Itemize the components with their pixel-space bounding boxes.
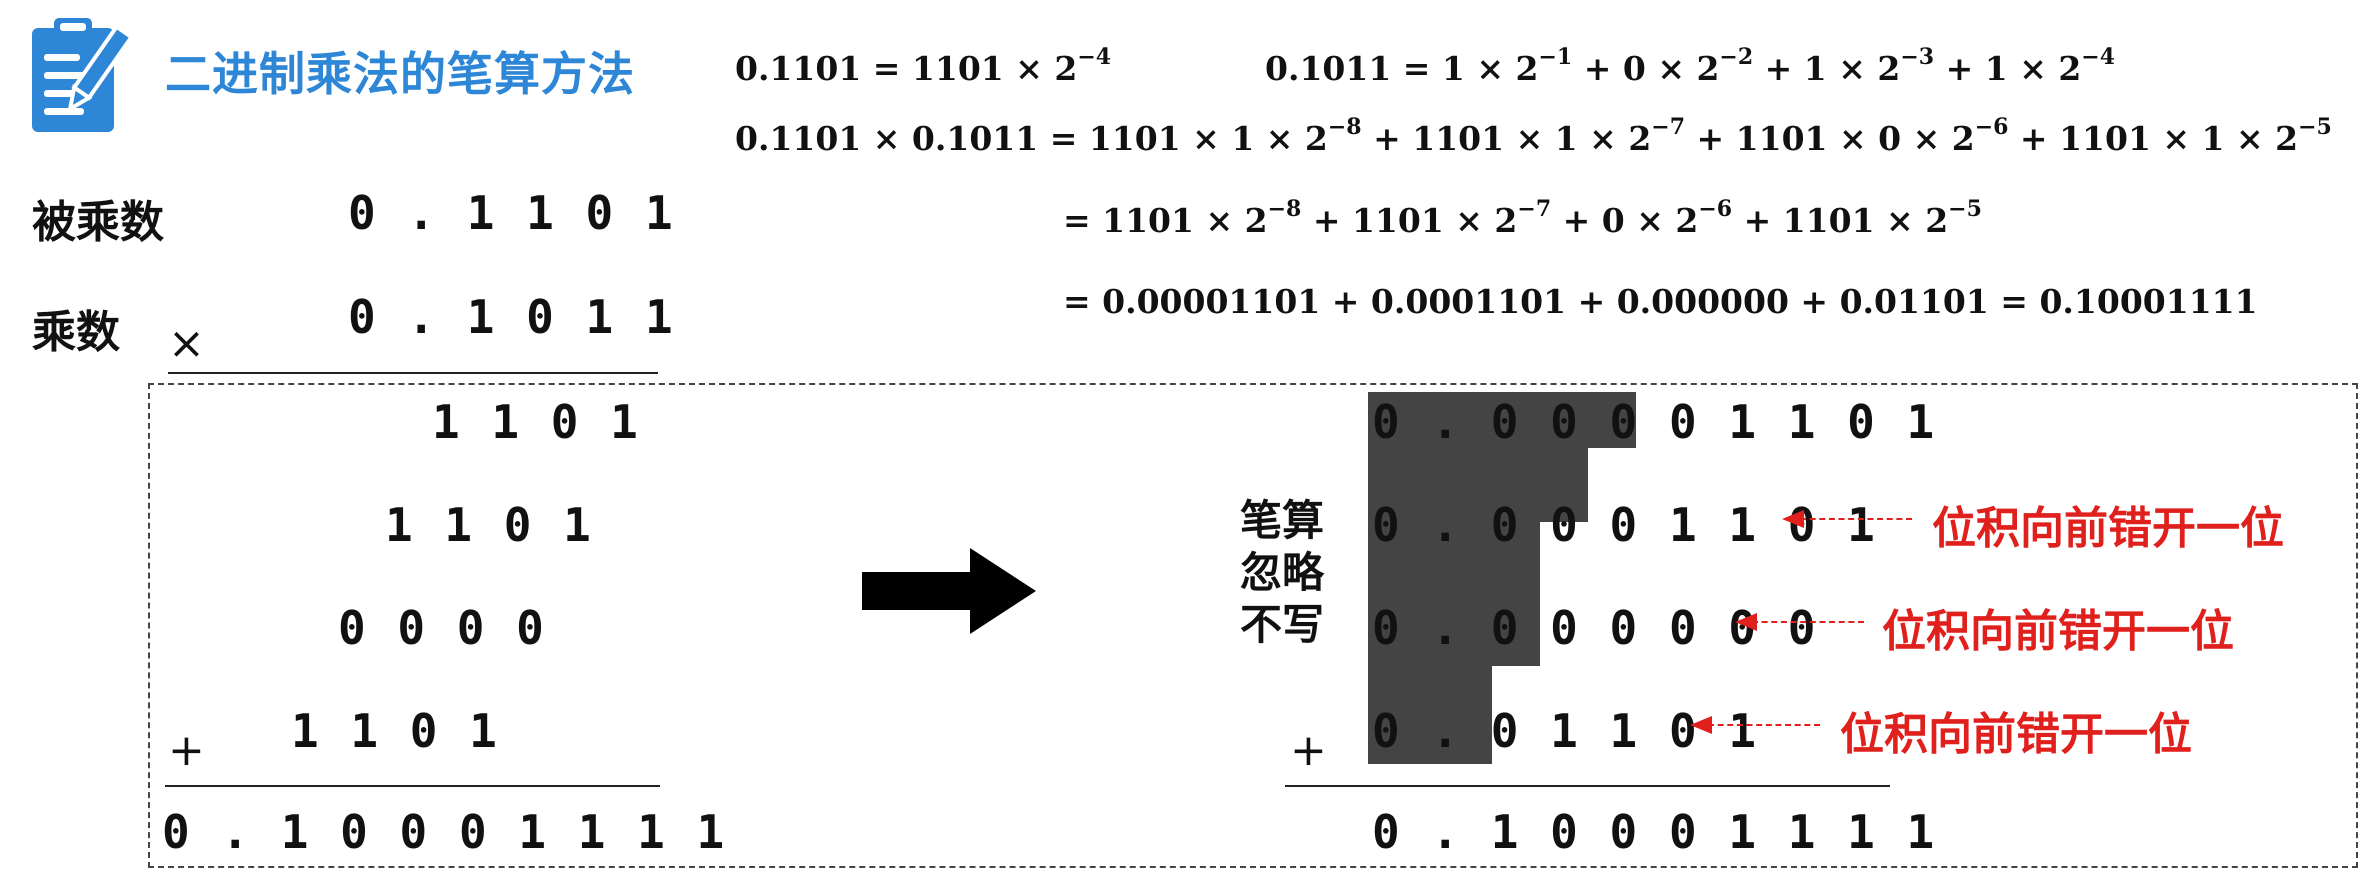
shift-arrow-1-head xyxy=(1782,510,1804,528)
divider-top xyxy=(168,372,658,374)
page-title: 二进制乘法的笔算方法 xyxy=(165,47,635,101)
equation-4: = 1101 × 2−8 + 1101 × 2−7 + 0 × 2−6 + 11… xyxy=(1063,196,1982,240)
divider-right xyxy=(1285,785,1890,787)
multiplier-value: 0 . 1 0 1 1 xyxy=(348,290,675,344)
divider-left xyxy=(165,785,660,787)
right-row-1: 0 . 0 0 0 0 1 1 0 1 xyxy=(1372,395,1937,449)
shift-arrow-1-line xyxy=(1800,518,1912,520)
left-partial-4: 1 1 0 1 xyxy=(291,704,499,758)
shift-arrow-3-line xyxy=(1708,724,1820,726)
left-partial-3: 0 0 0 0 xyxy=(338,601,546,655)
clipboard-pencil-icon xyxy=(32,18,135,132)
equation-1: 0.1101 = 1101 × 2−4 xyxy=(735,44,1112,88)
ignore-note-line-2: 忽略 xyxy=(1240,548,1325,597)
right-row-2: 0 . 0 0 0 1 1 0 1 xyxy=(1372,498,1877,552)
left-partial-2: 1 1 0 1 xyxy=(385,498,593,552)
right-result: 0 . 1 0 0 0 1 1 1 1 xyxy=(1372,805,1937,859)
multiplicand-label: 被乘数 xyxy=(32,197,164,248)
ignore-note: 笔算 忽略 不写 xyxy=(1240,495,1324,651)
shift-note-3: 位积向前错开一位 xyxy=(1840,709,2192,760)
ignored-zeros-shade xyxy=(1368,392,1636,764)
equation-2: 0.1011 = 1 × 2−1 + 0 × 2−2 + 1 × 2−3 + 1… xyxy=(1265,44,2116,88)
shift-arrow-2-head xyxy=(1735,613,1757,631)
right-row-4: 0 . 0 1 1 0 1 xyxy=(1372,704,1759,758)
right-row-3: 0 . 0 0 0 0 0 0 xyxy=(1372,601,1818,655)
equation-5: = 0.00001101 + 0.0001101 + 0.000000 + 0.… xyxy=(1063,282,2258,321)
left-result: 0 . 1 0 0 0 1 1 1 1 xyxy=(162,805,727,859)
shift-note-2: 位积向前错开一位 xyxy=(1882,606,2234,657)
left-partial-1: 1 1 0 1 xyxy=(432,395,640,449)
multiplier-label: 乘数 xyxy=(32,307,120,358)
left-plus-sign: + xyxy=(168,725,205,776)
shift-arrow-3-head xyxy=(1690,716,1712,734)
shift-arrow-2-line xyxy=(1752,621,1864,623)
right-arrow-icon xyxy=(862,548,1036,634)
shift-note-1: 位积向前错开一位 xyxy=(1932,503,2284,554)
ignore-note-line-3: 不写 xyxy=(1240,600,1325,649)
computation-box xyxy=(148,383,2358,868)
equation-3: 0.1101 × 0.1011 = 1101 × 1 × 2−8 + 1101 … xyxy=(735,114,2332,158)
times-sign: × xyxy=(168,318,205,369)
ignore-note-line-1: 笔算 xyxy=(1240,496,1325,545)
right-plus-sign: + xyxy=(1290,725,1327,776)
multiplicand-value: 0 . 1 1 0 1 xyxy=(348,186,675,240)
